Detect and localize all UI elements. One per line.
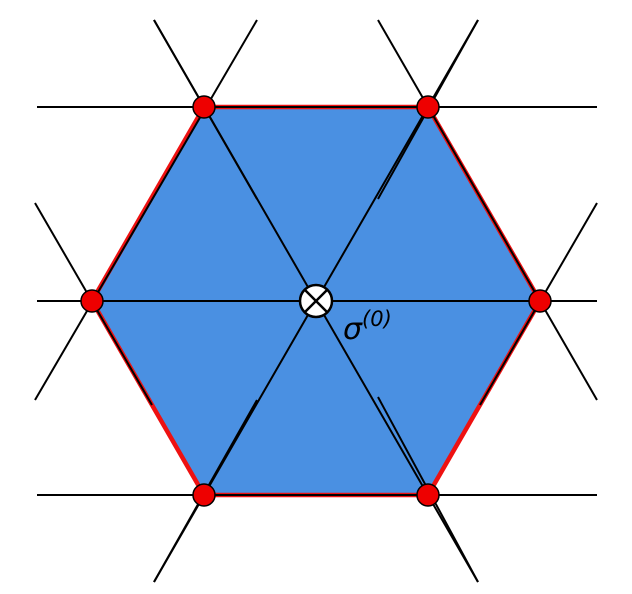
vertex-right (528, 289, 552, 313)
center-label-base: σ (343, 312, 363, 347)
center-label-superscript: (0) (362, 307, 392, 331)
lattice-line-diag-b4 (34, 19, 258, 401)
vertex-top-right (416, 95, 440, 119)
vertex-bottom-left (192, 483, 216, 507)
hexagon-vertices (80, 95, 552, 507)
center-site-label: σ(0) (343, 307, 392, 347)
lattice-line-diag-a4 (377, 19, 598, 401)
vertex-bottom-right (416, 483, 440, 507)
vertex-top-left (192, 95, 216, 119)
vertex-left (80, 289, 104, 313)
circle-times-icon (298, 283, 334, 319)
